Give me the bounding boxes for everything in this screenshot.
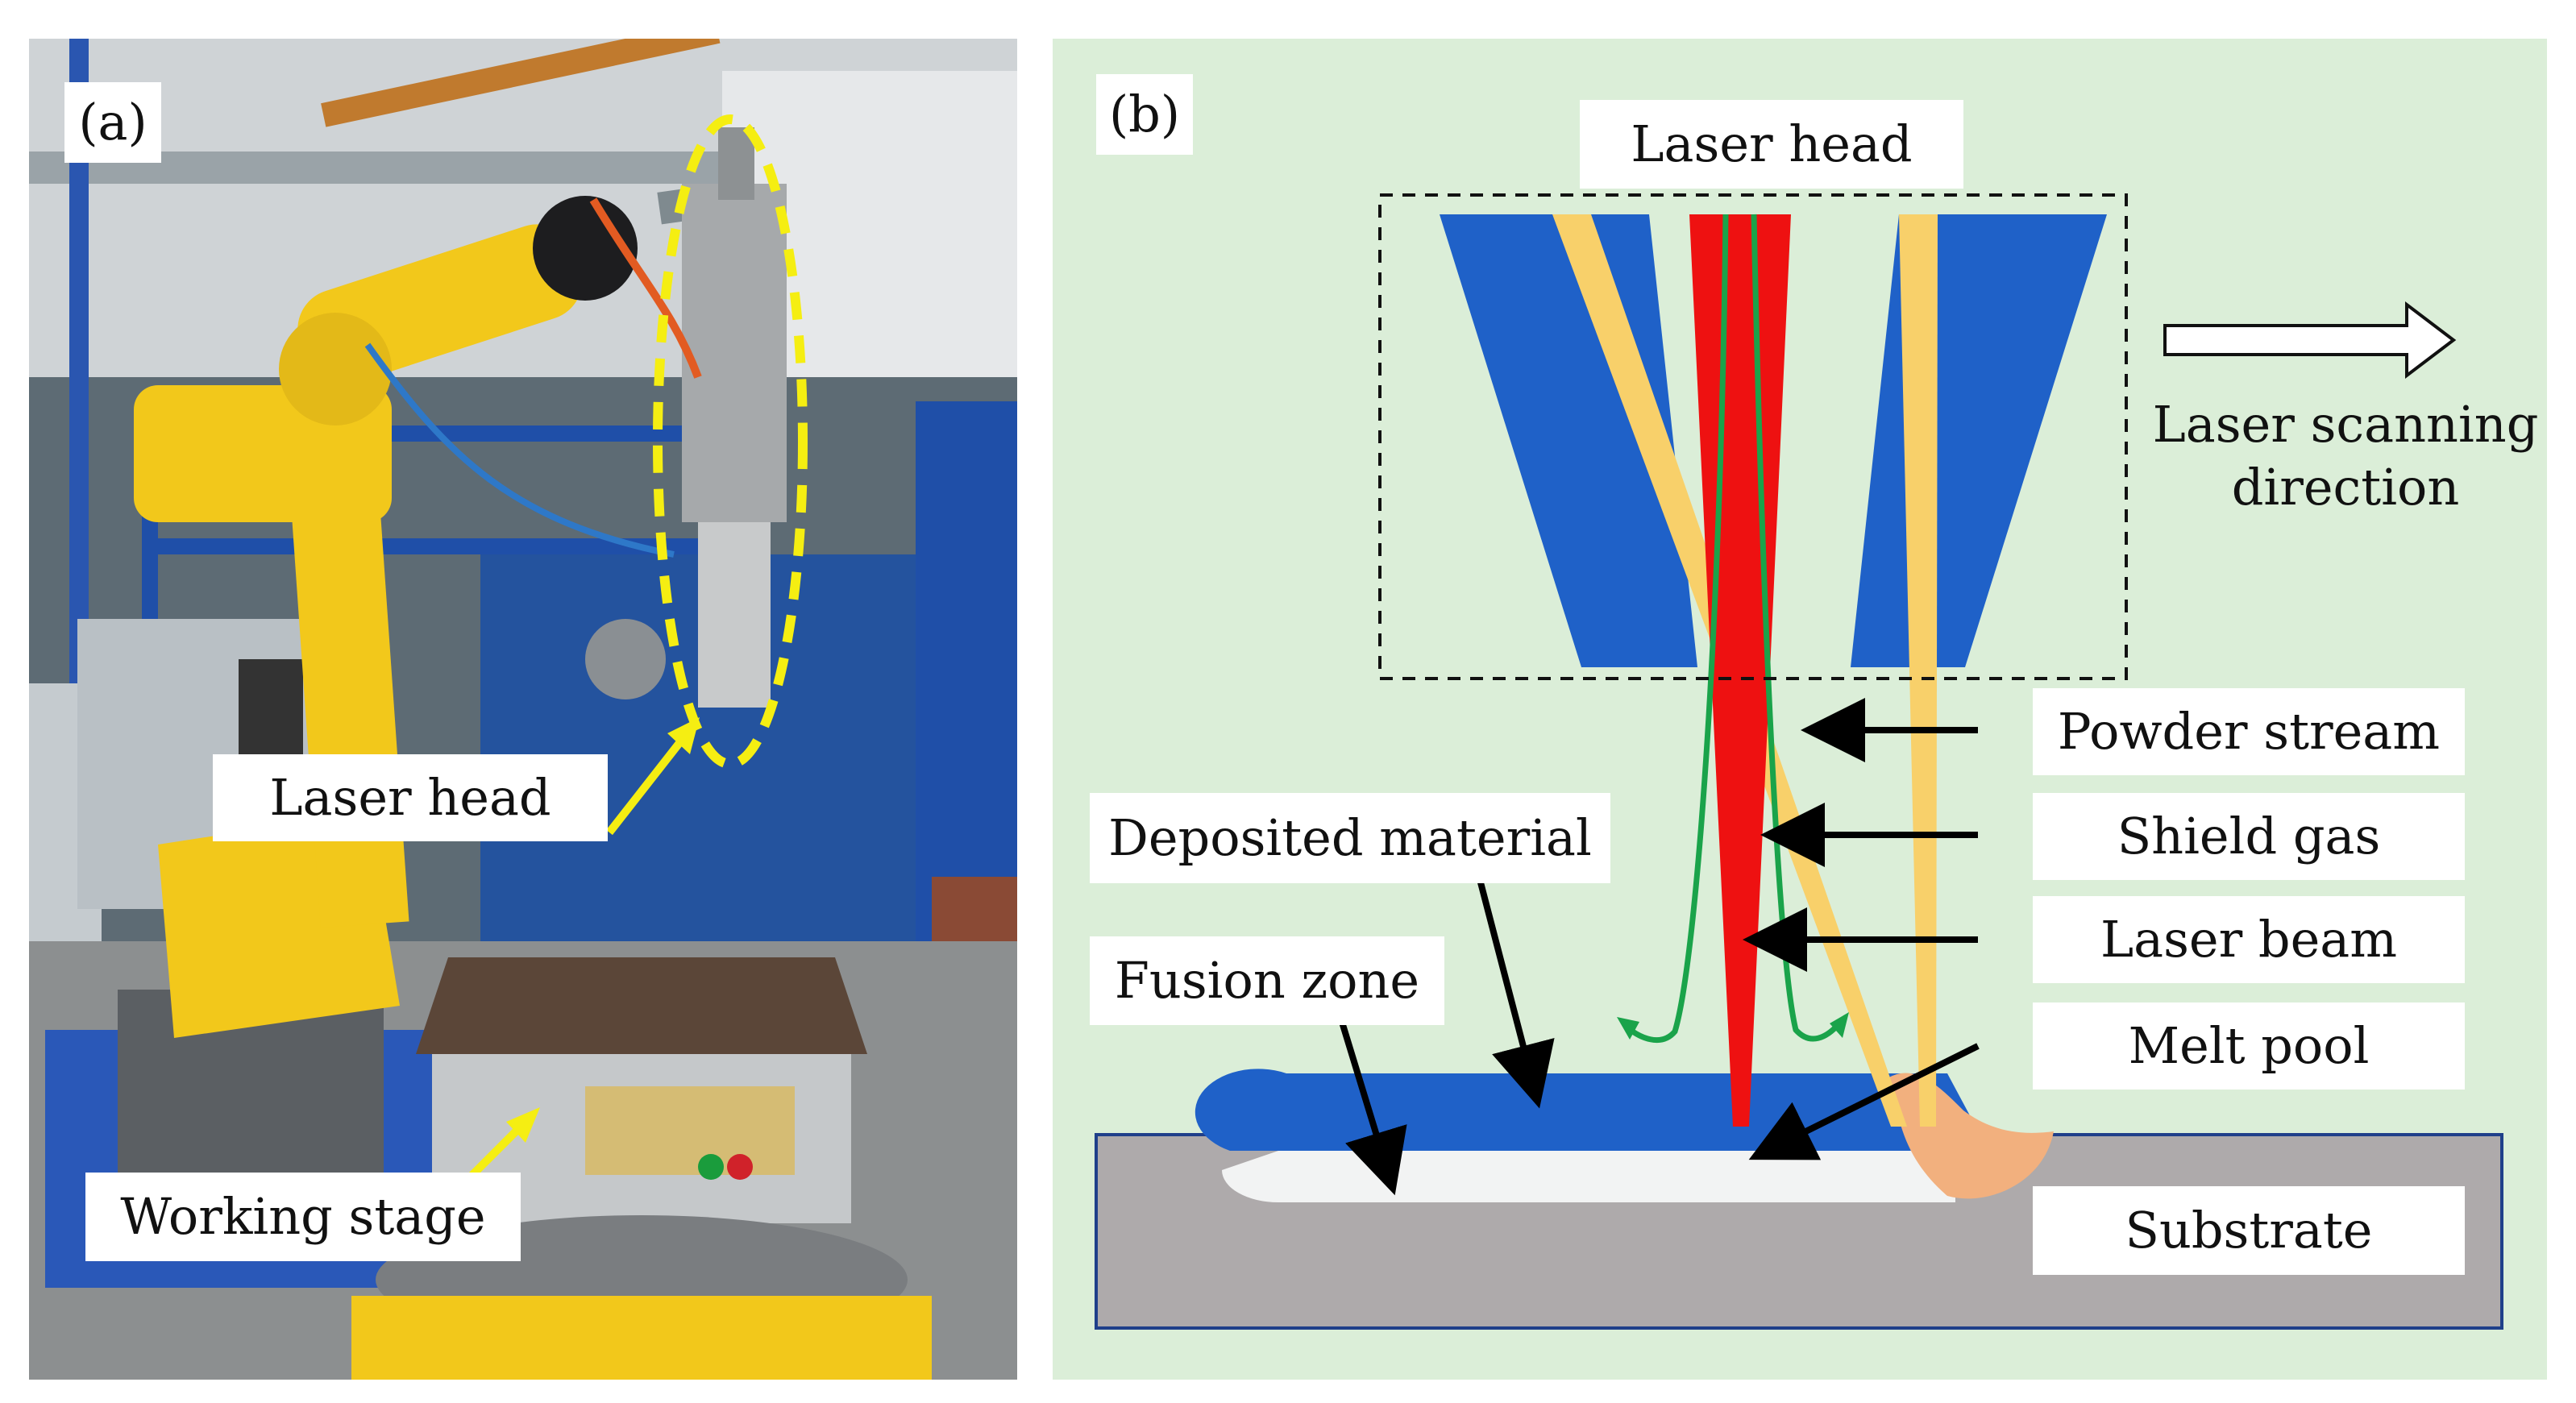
photo-label-laser-head: Laser head	[213, 754, 608, 841]
nozzle-right	[1851, 214, 2107, 667]
stage-top	[416, 957, 867, 1054]
laser-head-dashed-box	[1378, 193, 2128, 680]
robot-joint	[279, 313, 392, 425]
fusion-zone-region	[1222, 1151, 1955, 1202]
scan-direction-line-2: direction	[2231, 457, 2460, 517]
scan-direction-label: Laser scanning direction	[2152, 393, 2539, 518]
photo-label-working-stage: Working stage	[85, 1173, 521, 1261]
scan-direction-line-1: Laser scanning	[2152, 395, 2539, 454]
teach-pendant	[239, 659, 303, 756]
stage-button-red	[727, 1154, 753, 1180]
orange-pipe	[321, 39, 721, 127]
cable	[364, 342, 675, 558]
cable	[589, 197, 702, 379]
laser-beam-cone	[1689, 214, 1791, 1127]
shield-gas-right-head	[1830, 1012, 1849, 1038]
label-fusion-zone: Fusion zone	[1090, 936, 1444, 1025]
label-shield-gas: Shield gas	[2033, 793, 2465, 880]
panel-b-tag: (b)	[1096, 74, 1193, 155]
scan-direction-arrow	[2163, 301, 2457, 380]
photo-panel-a: (a) Laser head Working stage	[29, 39, 1017, 1380]
powder-stream-right	[1899, 214, 1938, 1127]
panel-a-tag: (a)	[64, 82, 161, 163]
deposited-material-pointer	[1473, 865, 1555, 1109]
blue-frame-right	[916, 401, 1017, 965]
label-melt-pool: Melt pool	[2033, 1002, 2465, 1090]
schematic-label-laser-head: Laser head	[1580, 100, 1963, 189]
laser-head-nozzle	[698, 522, 771, 708]
label-substrate: Substrate	[2033, 1186, 2465, 1275]
laser-head-pointer-head	[667, 717, 700, 754]
shield-gas-right	[1751, 214, 1842, 1042]
shield-gas-left	[1624, 214, 1729, 1043]
laser-head-highlight	[653, 114, 808, 769]
laser-head-body	[682, 184, 787, 522]
positioner-yellow	[351, 1296, 932, 1380]
label-deposited-material: Deposited material	[1090, 793, 1610, 883]
nozzle-left	[1440, 214, 1697, 667]
fusion-zone-pointer	[1335, 1007, 1407, 1196]
stage-pointer-head	[506, 1107, 540, 1143]
schematic-panel-b: (b) Laser head Laser scanning direction …	[1053, 39, 2547, 1380]
label-laser-beam: Laser beam	[2033, 896, 2465, 983]
robot-photo-illustration	[29, 39, 1017, 1380]
label-powder-stream: Powder stream	[2033, 688, 2465, 775]
stage-button-green	[698, 1154, 724, 1180]
melt-pool-pointer	[1748, 1043, 1980, 1160]
laser-head-top	[718, 127, 754, 200]
shelf	[142, 538, 722, 554]
shield-gas-left-head	[1617, 1017, 1639, 1040]
chuck	[585, 619, 666, 699]
laser-head-pointer-line	[606, 737, 685, 836]
stage-sticker	[585, 1086, 795, 1175]
